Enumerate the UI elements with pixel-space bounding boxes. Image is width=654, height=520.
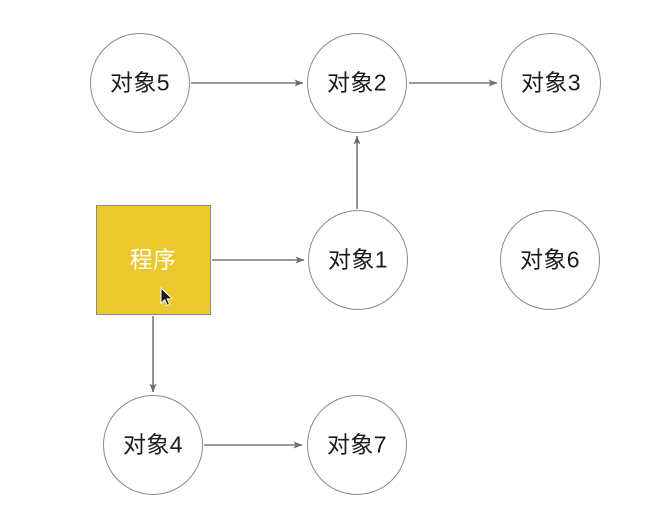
node-label-program: 程序	[129, 246, 177, 272]
node-obj4[interactable]: 对象4	[103, 395, 203, 495]
node-label-obj3: 对象3	[521, 69, 581, 95]
node-program[interactable]: 程序	[95, 205, 211, 315]
node-label-obj2: 对象2	[327, 69, 387, 95]
node-obj5[interactable]: 对象5	[90, 33, 190, 133]
node-obj6[interactable]: 对象6	[500, 210, 600, 310]
node-obj3[interactable]: 对象3	[501, 33, 601, 133]
node-label-obj5: 对象5	[110, 69, 170, 95]
node-obj7[interactable]: 对象7	[307, 395, 407, 495]
node-obj1[interactable]: 对象1	[308, 210, 408, 310]
node-label-obj1: 对象1	[328, 246, 388, 272]
node-label-obj4: 对象4	[123, 431, 183, 457]
node-label-obj7: 对象7	[327, 431, 387, 457]
node-obj2[interactable]: 对象2	[307, 33, 407, 133]
node-label-obj6: 对象6	[520, 246, 580, 272]
